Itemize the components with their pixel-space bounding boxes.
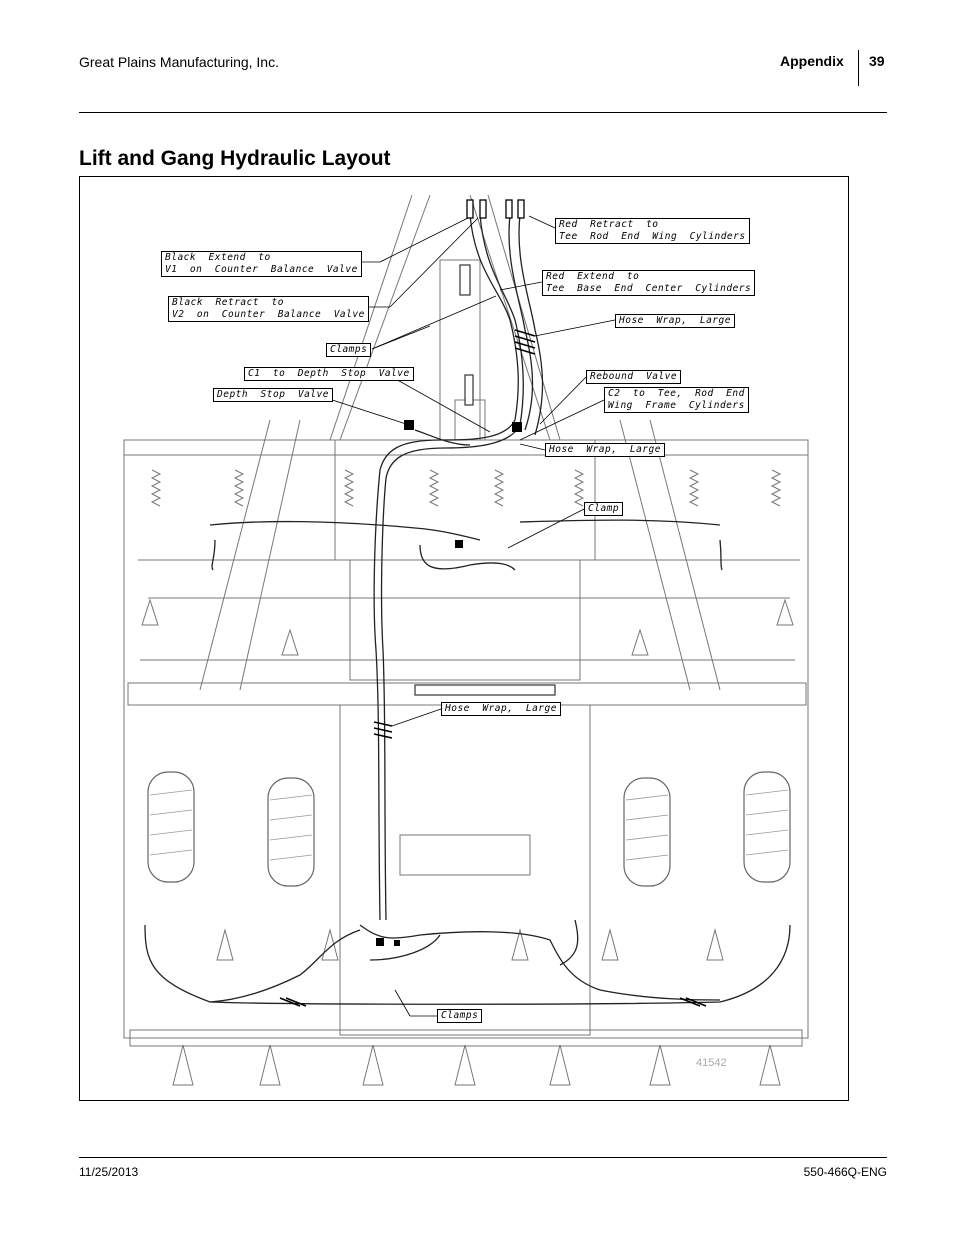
figure-number: 41542 — [696, 1057, 727, 1069]
callout-depth-stop-valve: Depth Stop Valve — [213, 388, 333, 402]
callout-black-extend: Black Extend to V1 on Counter Balance Va… — [161, 251, 362, 277]
callout-hose-wrap-low: Hose Wrap, Large — [441, 702, 561, 716]
hydraulic-diagram — [123, 194, 809, 1086]
hoses — [144, 214, 791, 1005]
callout-c2: C2 to Tee, Rod End Wing Frame Cylinders — [604, 387, 749, 413]
callout-hose-wrap-mid: Hose Wrap, Large — [545, 443, 665, 457]
page-title: Lift and Gang Hydraulic Layout — [79, 147, 391, 170]
header-divider — [858, 50, 859, 86]
header-section: Appendix — [780, 53, 844, 69]
callout-red-extend: Red Extend to Tee Base End Center Cylind… — [542, 270, 756, 296]
callout-clamps-bottom: Clamps — [437, 1009, 483, 1023]
callout-black-retract: Black Retract to V2 on Counter Balance V… — [168, 296, 369, 322]
footer-date: 11/25/2013 — [79, 1165, 139, 1179]
callout-hose-wrap-top: Hose Wrap, Large — [615, 314, 735, 328]
footer-rule — [79, 1157, 887, 1158]
tires — [147, 771, 791, 887]
callout-clamps-top: Clamps — [326, 343, 372, 357]
callout-clamp-mid: Clamp — [584, 502, 624, 516]
header-company: Great Plains Manufacturing, Inc. — [79, 54, 279, 70]
callout-c1: C1 to Depth Stop Valve — [244, 367, 414, 381]
callout-rebound-valve: Rebound Valve — [586, 370, 682, 384]
callout-red-retract: Red Retract to Tee Rod End Wing Cylinder… — [555, 218, 750, 244]
footer-doc-number: 550-466Q-ENG — [803, 1165, 887, 1179]
header-rule — [79, 112, 887, 113]
diagram-frame — [79, 176, 849, 1101]
page-number: 39 — [869, 53, 885, 69]
